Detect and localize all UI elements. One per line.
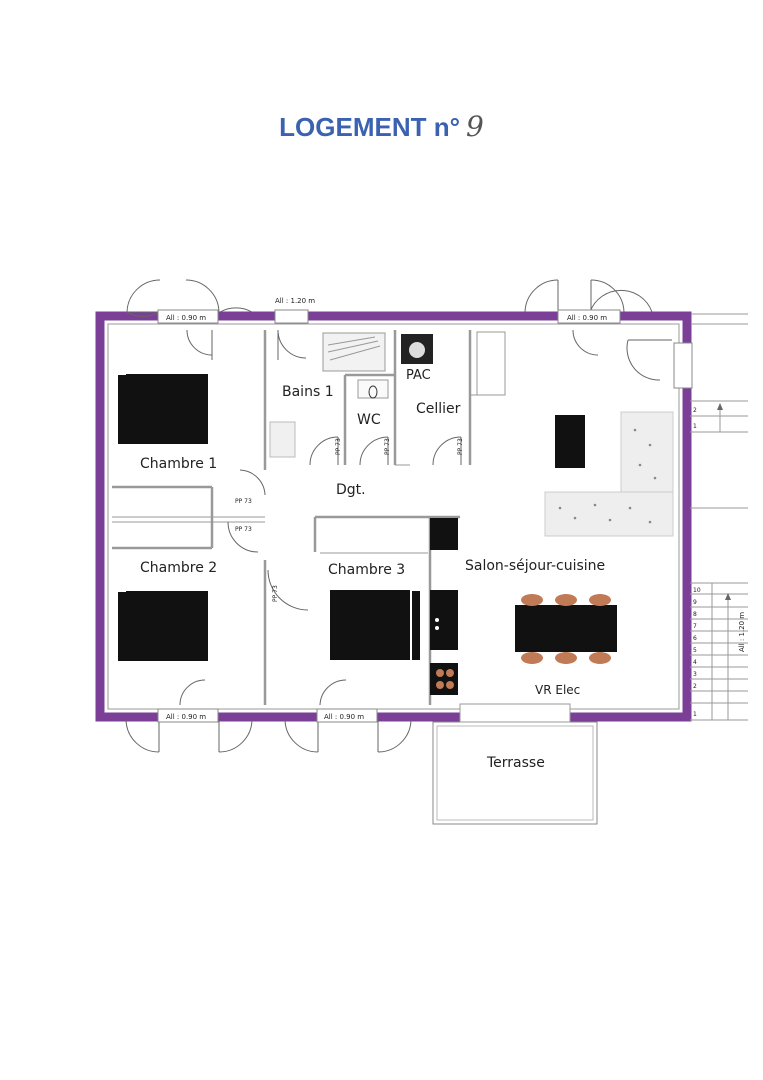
terrasse-outline bbox=[432, 721, 598, 825]
svg-text:7: 7 bbox=[693, 623, 697, 630]
label-vr-elec: VR Elec bbox=[535, 683, 580, 697]
cooktop bbox=[430, 663, 458, 695]
kitchen-counter bbox=[544, 491, 674, 537]
door-label-1: PP 73 bbox=[335, 438, 342, 455]
svg-text:10: 10 bbox=[693, 587, 701, 594]
label-chambre3: Chambre 3 bbox=[328, 562, 405, 578]
stairs-bottom-numbers: 10 9 8 7 6 5 4 3 2 1 bbox=[693, 587, 701, 718]
label-chambre2: Chambre 2 bbox=[140, 560, 217, 576]
door-label-4: PP 73 bbox=[235, 498, 252, 505]
window-label-right: All : 1.20 m bbox=[738, 612, 746, 652]
label-bains: Bains 1 bbox=[282, 384, 334, 400]
window-swing-top-right bbox=[524, 279, 653, 313]
stairs-bottom bbox=[690, 582, 748, 721]
window-label-top-mid: All : 1.20 m bbox=[275, 297, 315, 305]
window-label-bottom-left: All : 0.90 m bbox=[166, 713, 206, 721]
bed-chambre1 bbox=[126, 374, 208, 444]
kitchen-sink bbox=[430, 590, 458, 650]
wc-toilet-icon bbox=[357, 379, 389, 399]
bed-chambre2 bbox=[126, 591, 208, 661]
svg-text:6: 6 bbox=[693, 635, 697, 642]
label-chambre1: Chambre 1 bbox=[140, 456, 217, 472]
label-cellier: Cellier bbox=[416, 401, 461, 417]
svg-text:8: 8 bbox=[693, 611, 697, 618]
svg-text:5: 5 bbox=[693, 647, 697, 654]
label-terrasse: Terrasse bbox=[486, 755, 545, 771]
kitchen-unit-top bbox=[430, 518, 458, 550]
label-dgt: Dgt. bbox=[336, 482, 366, 498]
svg-text:2: 2 bbox=[693, 683, 697, 690]
dining-table bbox=[515, 605, 617, 652]
kitchen-island bbox=[555, 415, 585, 468]
stairs-top bbox=[690, 400, 748, 433]
label-pac: PAC bbox=[406, 368, 431, 383]
outer-wall bbox=[95, 311, 692, 722]
stairs-top-numbers: 2 1 bbox=[693, 407, 697, 430]
window-label-top-right: All : 0.90 m bbox=[567, 314, 607, 322]
inner-wall-line bbox=[107, 323, 680, 710]
door-label-5: PP 73 bbox=[235, 526, 252, 533]
svg-text:9: 9 bbox=[693, 599, 697, 606]
svg-text:1: 1 bbox=[693, 423, 697, 430]
window-label-top-left: All : 0.90 m bbox=[166, 314, 206, 322]
label-wc: WC bbox=[357, 412, 381, 428]
door-label-3: PP 73 bbox=[457, 438, 464, 455]
svg-text:1: 1 bbox=[693, 711, 697, 718]
svg-text:3: 3 bbox=[693, 671, 697, 678]
shower bbox=[322, 332, 386, 372]
title-text: LOGEMENT n° bbox=[279, 112, 460, 142]
door-label-6: PP 73 bbox=[272, 585, 279, 602]
bed-chambre3 bbox=[330, 590, 410, 660]
page-title: LOGEMENT n°9 bbox=[0, 110, 763, 143]
door-label-2: PP 73 bbox=[384, 438, 391, 455]
dining-chairs bbox=[521, 594, 611, 664]
window-label-bottom-mid: All : 0.90 m bbox=[324, 713, 364, 721]
svg-text:2: 2 bbox=[693, 407, 697, 414]
svg-text:4: 4 bbox=[693, 659, 697, 666]
label-salon: Salon-séjour-cuisine bbox=[465, 558, 605, 574]
title-number: 9 bbox=[466, 110, 484, 143]
